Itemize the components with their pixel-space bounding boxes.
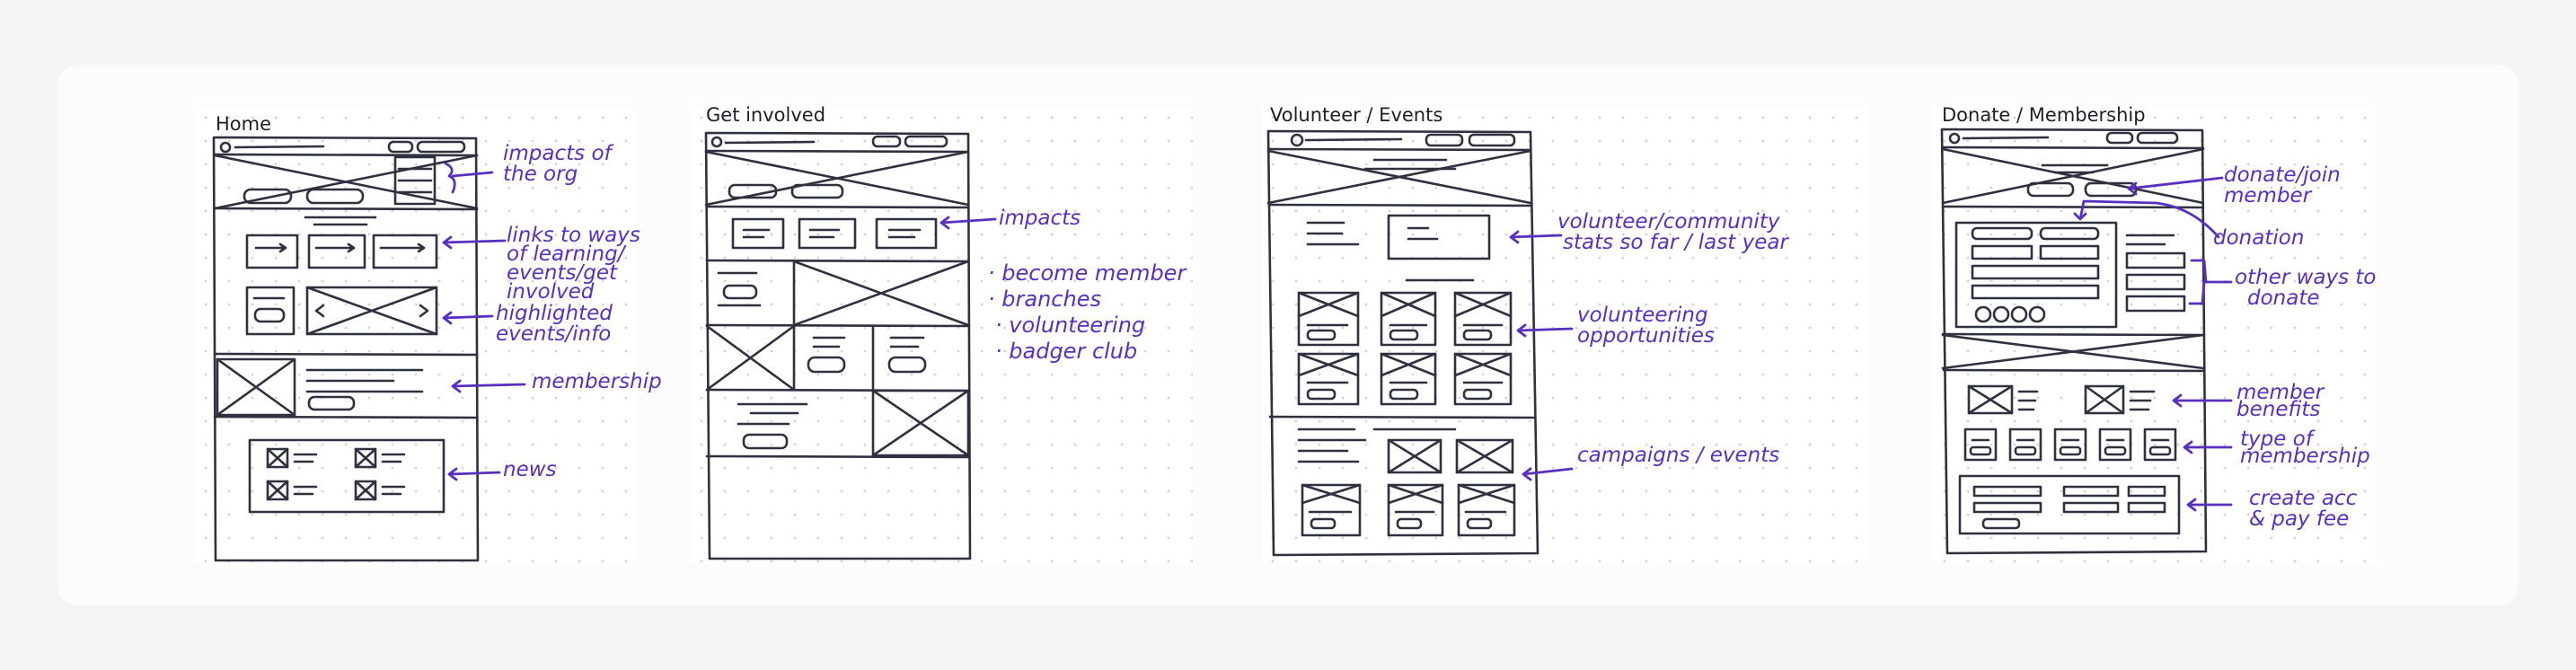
note-impacts: impacts: [999, 207, 1081, 230]
sketch-title: Get involved: [706, 104, 826, 126]
note-create-acc: create acc& pay fee: [2249, 487, 2358, 531]
note-membership: membership: [532, 370, 662, 393]
sketch-volunteer-events: [1261, 106, 1868, 564]
note-campaigns-events: campaigns / events: [1577, 444, 1780, 467]
sketch-title: Donate / Membership: [1942, 104, 2146, 126]
bullet-branches: branches: [988, 287, 1186, 313]
bullet-become-member: become member: [988, 260, 1186, 287]
bullet-volunteering: volunteering: [988, 313, 1186, 339]
sketch-title: Home: [216, 113, 272, 135]
bullet-badger-club: badger club: [988, 339, 1186, 365]
note-donation: donation: [2213, 226, 2305, 250]
get-involved-list: become member branches volunteering badg…: [988, 260, 1186, 365]
sketch-title: Volunteer / Events: [1270, 104, 1443, 126]
note-news: news: [503, 458, 557, 481]
